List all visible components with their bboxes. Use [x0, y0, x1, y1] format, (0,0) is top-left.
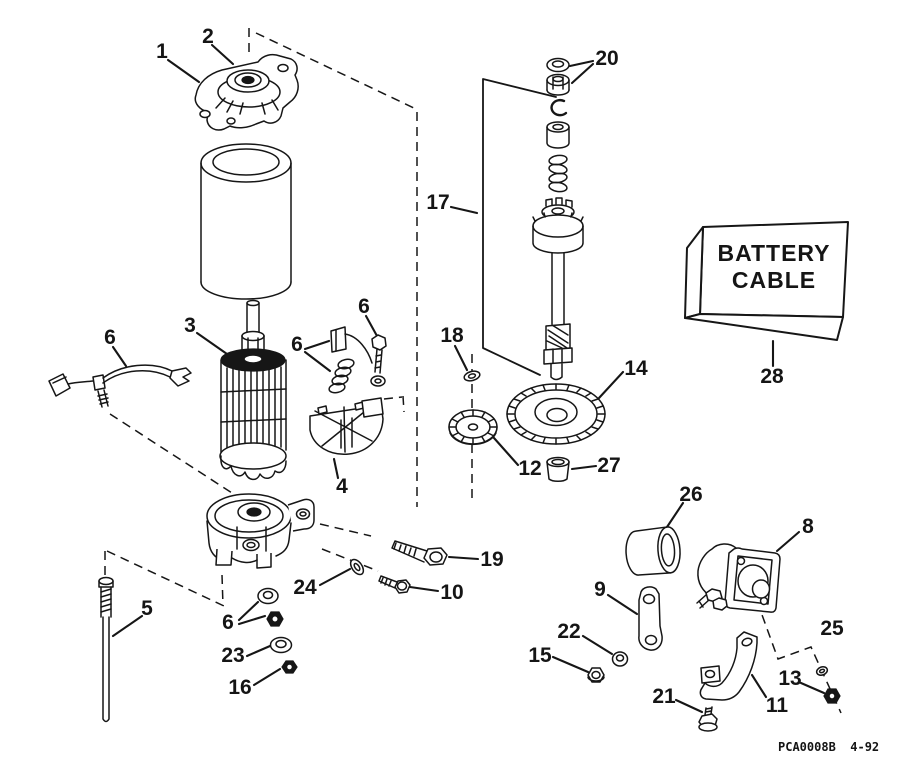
callout-16: 16 [228, 676, 252, 699]
callout-22: 22 [557, 620, 581, 643]
drawing-number: PCA0008B 4-92 [778, 740, 880, 754]
lead-wire [49, 365, 191, 407]
callout-24: 24 [293, 576, 317, 599]
solenoid [697, 544, 780, 612]
sleeve-26 [624, 526, 681, 576]
callout-18: 18 [440, 324, 464, 347]
washer-25 [815, 665, 828, 676]
callout-12: 12 [518, 457, 542, 480]
bolt-21 [699, 707, 717, 731]
callout-21: 21 [652, 685, 676, 708]
brush-plate [310, 398, 383, 454]
callout-27: 27 [597, 454, 621, 477]
callout-leader-lines [113, 45, 824, 712]
callout-28: 28 [760, 365, 784, 388]
callout-3: 3 [184, 314, 196, 337]
callout-13: 13 [778, 667, 802, 690]
mount-hardware [258, 557, 366, 673]
callout-6-bolt: 6 [358, 295, 370, 318]
armature [220, 301, 286, 480]
starter-drive-assembly [483, 59, 583, 380]
washer-18 [463, 370, 481, 383]
callout-11: 11 [765, 694, 789, 717]
nut-15 [588, 668, 604, 682]
callout-9: 9 [594, 578, 606, 601]
callout-6-brush: 6 [291, 333, 303, 356]
dashed-assembly-lines [105, 28, 841, 713]
through-bolt [99, 578, 113, 722]
callout-20: 20 [595, 47, 619, 70]
end-housing [207, 494, 314, 568]
callout-4: 4 [336, 475, 348, 498]
washer-22 [613, 652, 628, 666]
callout-25: 25 [820, 617, 844, 640]
bracket-11 [700, 632, 757, 700]
bracket-9 [639, 587, 662, 650]
end-cap [195, 55, 298, 130]
callout-19: 19 [480, 548, 504, 571]
bolt-19 [392, 541, 447, 565]
callout-6-wire: 6 [104, 326, 116, 349]
idler-gear [449, 410, 497, 444]
callout-2: 2 [202, 25, 214, 48]
battery-cable-label: BATTERY CABLE [700, 240, 848, 294]
callout-26: 26 [679, 483, 703, 506]
callout-10: 10 [440, 581, 464, 604]
battery-cable-line2: CABLE [731, 267, 817, 293]
callout-1: 1 [156, 40, 168, 63]
bolt-10 [379, 576, 410, 593]
bushing-27 [547, 458, 569, 482]
battery-cable-line1: BATTERY [717, 240, 831, 266]
nut-13 [824, 689, 840, 703]
callout-5: 5 [141, 597, 153, 620]
callout-14: 14 [624, 357, 648, 380]
callout-17: 17 [426, 191, 450, 214]
brush-set [328, 327, 386, 394]
motor-frame [201, 144, 291, 299]
drive-gear [507, 384, 605, 444]
callout-6-hardware: 6 [222, 611, 234, 634]
callout-8: 8 [802, 515, 814, 538]
battery-cable-callout-box [685, 222, 848, 340]
callout-23: 23 [221, 644, 245, 667]
callout-15: 15 [528, 644, 552, 667]
